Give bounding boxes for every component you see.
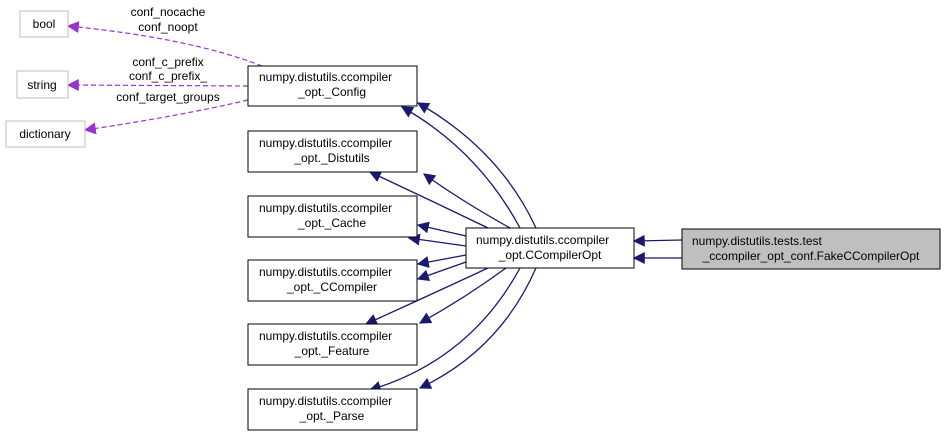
edge-ccompileropt-to-config-a [400,106,521,229]
node-config-line-2: _opt._Config [297,85,366,99]
edge-config-to-bool [66,21,263,67]
node-config-line-1: numpy.distutils.ccompiler [259,70,392,84]
edge-fake-to-ccompileropt-a [632,234,683,247]
node-parse[interactable]: numpy.distutils.ccompiler _opt._Parse [247,388,418,431]
node-dictionary-label: dictionary [19,127,70,141]
node-fake-line-2: _ccompiler_opt_conf.FakeCCompilerOpt [702,249,920,263]
edge-label-bool-1: conf_nocache [131,5,206,19]
edge-label-string-2: conf_c_prefix_ [129,69,207,83]
edge-ccompileropt-to-distutils-b [423,173,511,229]
edge-config-to-string [66,79,249,92]
node-cache-line-1: numpy.distutils.ccompiler [259,201,392,215]
edge-ccompileropt-to-cache-b [407,233,467,247]
edge-ccompileropt-to-parse-a [368,267,521,393]
node-bool[interactable]: bool [19,10,69,38]
node-parse-line-2: _opt._Parse [299,409,365,423]
node-ccompileropt-line-1: numpy.distutils.ccompiler [476,233,609,247]
member-edges [66,21,263,135]
node-ccompiler-line-1: numpy.distutils.ccompiler [259,265,392,279]
edge-ccompileropt-to-config-b [416,102,537,229]
nodes: bool string dictionary numpy.distutils.c… [5,10,941,431]
edge-label-string-1: conf_c_prefix [132,55,203,69]
edge-ccompileropt-to-ccompiler-a [416,254,467,268]
node-ccompiler-line-2: _opt._CCompiler [286,280,377,294]
node-string-label: string [27,78,56,92]
node-parse-line-1: numpy.distutils.ccompiler [259,394,392,408]
edge-ccompileropt-to-cache-a [416,221,467,237]
node-ccompileropt[interactable]: numpy.distutils.ccompiler _opt.CCompiler… [465,227,635,269]
node-feature-line-1: numpy.distutils.ccompiler [259,329,392,343]
node-cache[interactable]: numpy.distutils.ccompiler _opt._Cache [247,195,418,238]
node-ccompileropt-line-2: _opt.CCompilerOpt [498,248,602,262]
node-config[interactable]: numpy.distutils.ccompiler _opt._Config [247,65,418,107]
node-ccompiler[interactable]: numpy.distutils.ccompiler _opt._CCompile… [247,259,418,302]
edge-label-bool-2: conf_noopt [138,20,198,34]
node-fake-line-1: numpy.distutils.tests.test [692,234,822,248]
edge-ccompileropt-to-ccompiler-b [416,261,467,282]
node-bool-label: bool [33,17,56,31]
edge-label-dictionary-1: conf_target_groups [116,90,219,104]
node-cache-line-2: _opt._Cache [297,216,366,230]
node-feature[interactable]: numpy.distutils.ccompiler _opt._Feature [247,323,418,366]
node-feature-line-2: _opt._Feature [294,344,370,358]
node-distutils-line-1: numpy.distutils.ccompiler [259,136,392,150]
node-distutils-line-2: _opt._Distutils [293,151,369,165]
edge-ccompileropt-to-feature-a [364,267,489,326]
edge-ccompileropt-to-distutils-a [368,171,489,229]
node-dictionary[interactable]: dictionary [5,120,86,148]
edge-labels: conf_nocache conf_noopt conf_c_prefix co… [116,5,219,104]
edge-config-to-dictionary [83,99,249,135]
node-fake-ccompileropt[interactable]: numpy.distutils.tests.test _ccompiler_op… [681,228,941,270]
edge-ccompileropt-to-feature-b [418,267,507,324]
node-string[interactable]: string [16,70,69,99]
inheritance-edges [364,102,683,393]
edge-ccompileropt-to-parse-b [418,267,537,389]
node-distutils[interactable]: numpy.distutils.ccompiler _opt._Distutil… [247,130,418,173]
